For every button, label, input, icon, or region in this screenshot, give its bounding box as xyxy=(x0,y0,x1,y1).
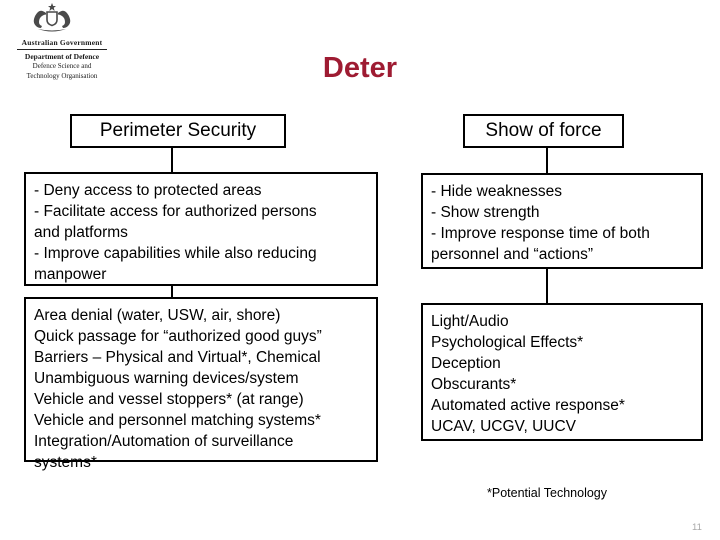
perimeter-security-goals-box: - Deny access to protected areas - Facil… xyxy=(24,172,378,286)
show-of-force-technologies-box: Light/Audio Psychological Effects* Decep… xyxy=(421,303,703,441)
header-box-perimeter-security: Perimeter Security xyxy=(70,114,286,148)
logo-org-line1: Defence Science and xyxy=(32,62,92,70)
logo-text-block: Australian Government Department of Defe… xyxy=(6,38,118,81)
page-number: 11 xyxy=(692,522,702,533)
australian-coat-of-arms-icon xyxy=(26,2,78,36)
logo-divider xyxy=(17,49,107,50)
footnote-potential-technology: *Potential Technology xyxy=(487,486,607,500)
show-of-force-goals-box: - Hide weaknesses - Show strength - Impr… xyxy=(421,173,703,269)
logo-department-label: Department of Defence xyxy=(24,52,100,61)
connector-right-middle xyxy=(546,268,548,304)
logo-government-label: Australian Government xyxy=(21,38,103,47)
connector-left-top xyxy=(171,148,173,173)
header-box-show-of-force: Show of force xyxy=(463,114,624,148)
logo-org-line2: Technology Organisation xyxy=(26,72,98,80)
slide-title: Deter xyxy=(322,52,398,84)
connector-right-top xyxy=(546,148,548,174)
connector-left-middle xyxy=(171,285,173,298)
perimeter-security-technologies-box: Area denial (water, USW, air, shore) Qui… xyxy=(24,297,378,471)
